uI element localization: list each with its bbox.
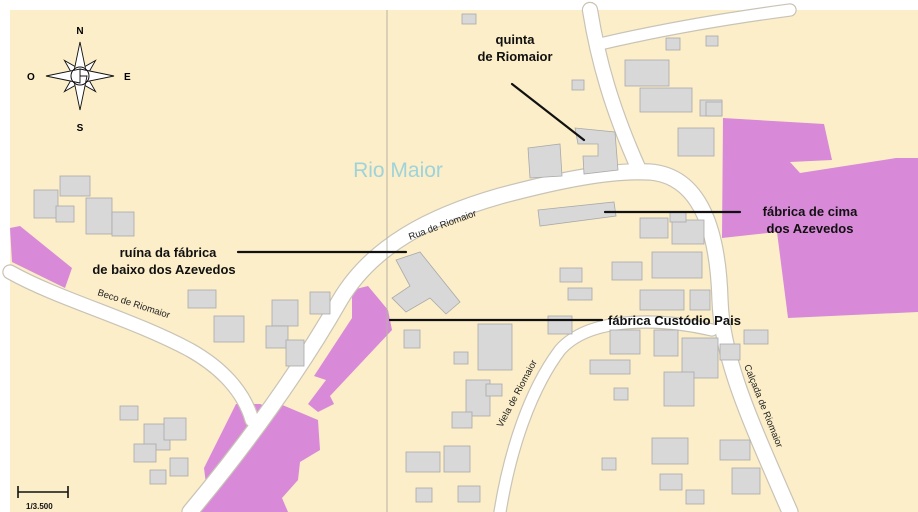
scale-label: 1/3.500 bbox=[26, 502, 53, 511]
building-quinta bbox=[574, 127, 619, 175]
building-w6 bbox=[187, 289, 217, 309]
compass-north: N bbox=[76, 26, 83, 37]
building-n1 bbox=[624, 59, 670, 87]
building-e5 bbox=[559, 267, 583, 283]
roads bbox=[2, 1, 799, 512]
building-s3 bbox=[457, 485, 481, 503]
building-c5 bbox=[453, 351, 469, 365]
building-e9 bbox=[547, 315, 573, 335]
compass-rose-icon: N S E O bbox=[27, 26, 131, 134]
building-w5 bbox=[55, 205, 75, 223]
building-c6 bbox=[485, 383, 503, 397]
building-w16 bbox=[149, 469, 167, 485]
building-e3 bbox=[651, 251, 703, 279]
building-e12 bbox=[681, 337, 719, 379]
leader-lines bbox=[236, 82, 742, 322]
building-e14 bbox=[743, 329, 769, 345]
label-ruina-line1: ruína da fábrica bbox=[120, 245, 218, 260]
building-w12 bbox=[119, 405, 139, 421]
building-w4 bbox=[111, 211, 135, 237]
building-e2 bbox=[671, 219, 705, 245]
road-viela-de-riomaior-fill bbox=[494, 316, 718, 512]
building-e13 bbox=[719, 343, 741, 361]
building-e8 bbox=[689, 289, 711, 311]
building-s1 bbox=[405, 451, 441, 473]
building-w11 bbox=[309, 291, 331, 315]
factory-fabrica-de-cima bbox=[722, 118, 918, 318]
building-c1 bbox=[477, 323, 513, 371]
building-n9 bbox=[461, 13, 477, 25]
building-s5 bbox=[651, 437, 689, 465]
building-e1 bbox=[639, 217, 669, 239]
building-n2 bbox=[639, 87, 693, 113]
building-w1 bbox=[33, 189, 59, 219]
building-w15 bbox=[133, 443, 157, 463]
building-e7 bbox=[639, 289, 685, 311]
building-e6 bbox=[567, 287, 593, 301]
label-quinta-line2: de Riomaior bbox=[477, 49, 552, 64]
building-e16 bbox=[663, 371, 695, 407]
building-s8 bbox=[659, 473, 683, 491]
leader-quinta bbox=[510, 82, 586, 142]
building-e15 bbox=[589, 359, 631, 375]
building-s4 bbox=[415, 487, 433, 503]
building-w17 bbox=[169, 457, 189, 477]
building-n6 bbox=[665, 37, 681, 51]
compass-south: S bbox=[77, 123, 84, 134]
label-cima-line1: fábrica de cima bbox=[763, 204, 858, 219]
building-s10 bbox=[601, 457, 617, 471]
building-e10 bbox=[609, 329, 641, 355]
building-c4 bbox=[403, 329, 421, 349]
building-n5 bbox=[705, 101, 723, 117]
building-ruina bbox=[391, 251, 461, 315]
label-ruina-line2: de baixo dos Azevedos bbox=[92, 262, 235, 277]
factory-areas bbox=[10, 118, 918, 512]
building-w3 bbox=[85, 197, 113, 235]
road-rua-de-riomaior-fill bbox=[182, 164, 798, 512]
building-w2 bbox=[59, 175, 91, 197]
place-name: Rio Maior bbox=[353, 159, 443, 182]
buildings bbox=[33, 13, 769, 505]
building-s7 bbox=[731, 467, 761, 495]
building-n8 bbox=[571, 79, 585, 91]
factory-west-edge bbox=[10, 226, 72, 288]
building-s2 bbox=[443, 445, 471, 473]
building-n7 bbox=[705, 35, 719, 47]
scale-bar-icon bbox=[17, 486, 69, 498]
road-north-east-fill bbox=[594, 4, 796, 50]
label-quinta-line1: quinta bbox=[496, 32, 536, 47]
factory-custodio-pais bbox=[308, 286, 392, 412]
building-c3 bbox=[451, 411, 473, 429]
building-rua-long bbox=[537, 201, 617, 227]
compass-west: O bbox=[27, 72, 35, 83]
building-e18 bbox=[669, 211, 687, 223]
building-w14 bbox=[163, 417, 187, 441]
building-s9 bbox=[685, 489, 705, 505]
building-e17 bbox=[613, 387, 629, 401]
building-quinta-2 bbox=[527, 143, 563, 179]
building-w9 bbox=[265, 325, 289, 349]
label-cima-line2: dos Azevedos bbox=[767, 221, 854, 236]
building-w10 bbox=[285, 339, 305, 367]
building-n4 bbox=[677, 127, 715, 157]
building-e4 bbox=[611, 261, 643, 281]
compass-east: E bbox=[124, 72, 131, 83]
building-w7 bbox=[213, 315, 245, 343]
building-s6 bbox=[719, 439, 751, 461]
compass-ring bbox=[70, 66, 90, 86]
building-w8 bbox=[271, 299, 299, 327]
building-e11 bbox=[653, 329, 679, 357]
road-north-fill bbox=[583, 3, 647, 179]
road-beco-de-riomaior-fill bbox=[3, 265, 259, 427]
label-custodio-pais: fábrica Custódio Pais bbox=[608, 313, 741, 328]
